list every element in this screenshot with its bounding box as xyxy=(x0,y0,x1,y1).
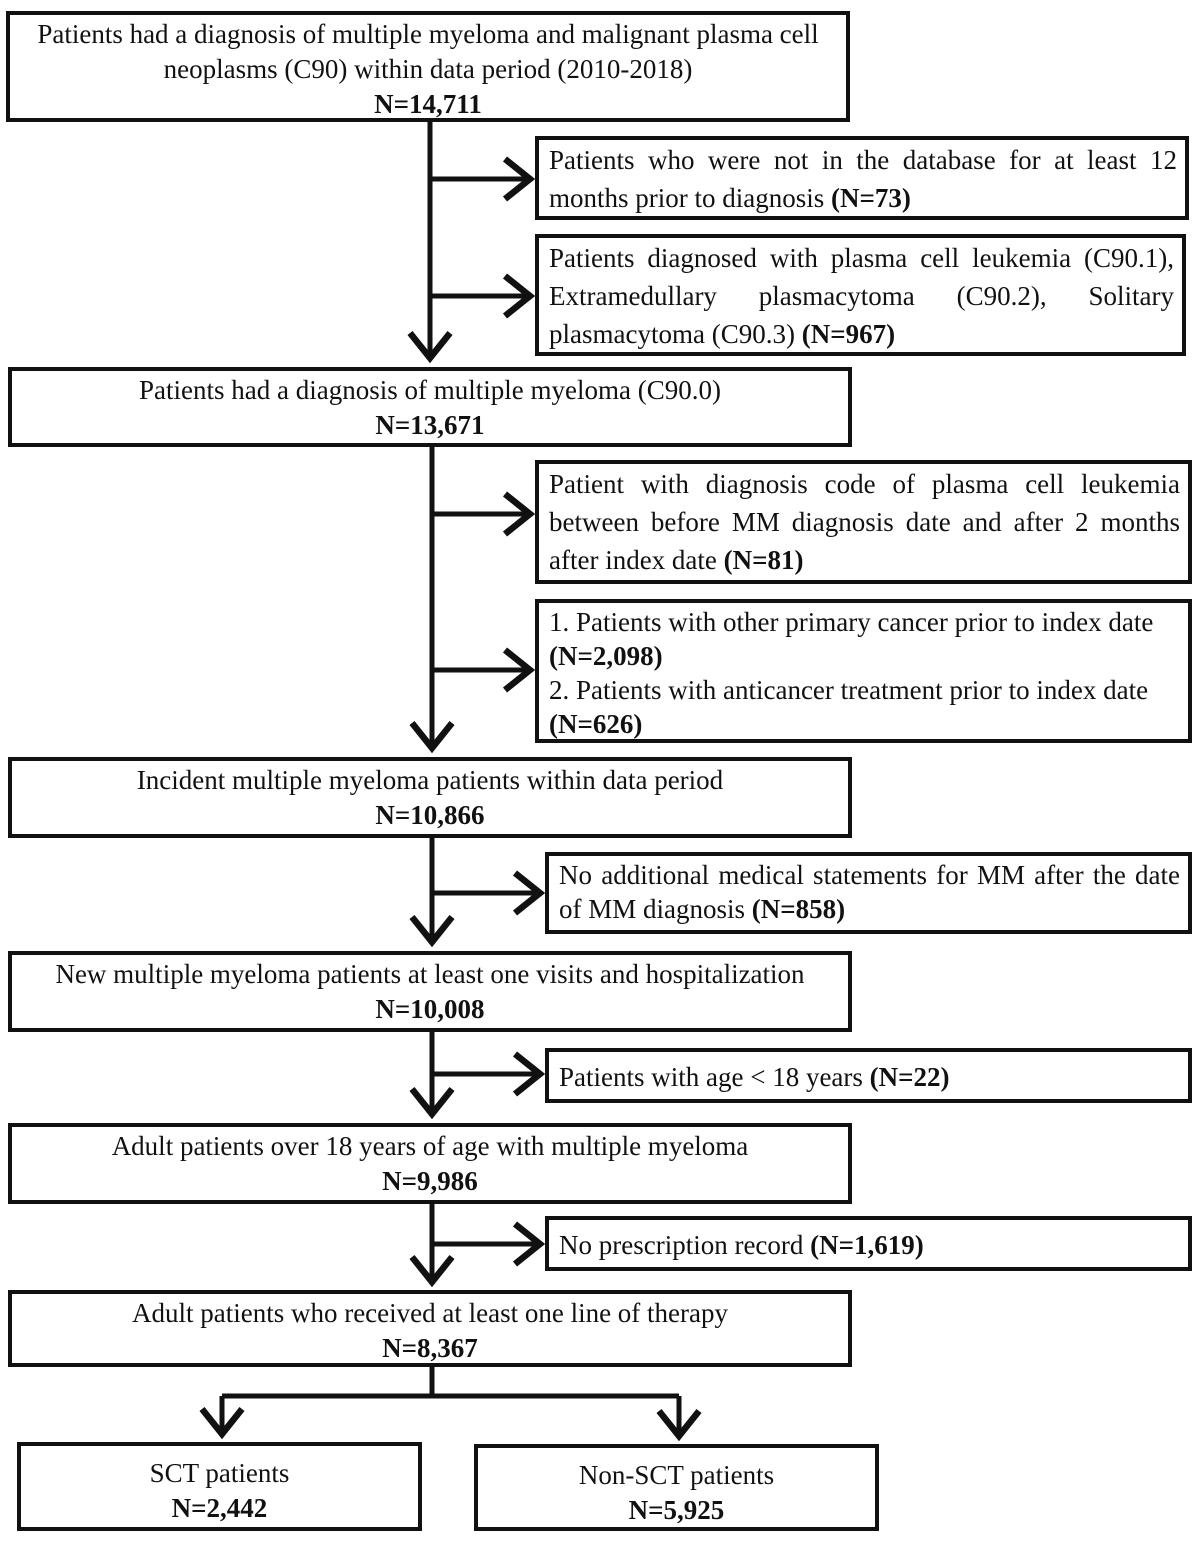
exclusion-1-text: Patients who were not in the database fo… xyxy=(549,145,1177,213)
main-box-1-text: Patients had a diagnosis of multiple mye… xyxy=(37,19,819,84)
exclusion-box-4: 1. Patients with other primary cancer pr… xyxy=(535,599,1192,743)
exclusion-4-item-1: 1. Patients with other primary cancer pr… xyxy=(549,605,1180,673)
exclusion-box-6: Patients with age < 18 years (N=22) xyxy=(545,1048,1192,1103)
exclusion-2-text: Patients diagnosed with plasma cell leuk… xyxy=(549,243,1174,349)
non-sct-label: Non-SCT patients xyxy=(578,1460,775,1490)
main-box-6-count: N=8,367 xyxy=(382,1333,478,1363)
exclusion-6-text: Patients with age < 18 years xyxy=(559,1062,863,1092)
main-box-3-count: N=10,866 xyxy=(375,800,485,830)
main-box-2-text: Patients had a diagnosis of multiple mye… xyxy=(139,375,721,405)
exclusion-6-count: (N=22) xyxy=(869,1062,950,1092)
exclusion-box-7: No prescription record (N=1,619) xyxy=(545,1216,1192,1271)
main-box-2: Patients had a diagnosis of multiple mye… xyxy=(8,367,852,447)
non-sct-count: N=5,925 xyxy=(628,1495,725,1525)
exclusion-5-text: No additional medical statements for MM … xyxy=(559,860,1180,924)
exclusion-7-text: No prescription record xyxy=(559,1230,804,1260)
exclusion-box-3: Patient with diagnosis code of plasma ce… xyxy=(535,460,1192,584)
sct-box: SCT patients N=2,442 xyxy=(17,1442,422,1531)
exclusion-4-item-2: 2. Patients with anticancer treatment pr… xyxy=(549,673,1180,741)
main-box-3-text: Incident multiple myeloma patients withi… xyxy=(136,765,724,795)
exclusion-4-item-2-text: 2. Patients with anticancer treatment pr… xyxy=(549,675,1149,705)
main-box-2-count: N=13,671 xyxy=(375,410,485,440)
exclusion-4-item-1-count: (N=2,098) xyxy=(549,641,663,671)
exclusion-4-item-1-text: 1. Patients with other primary cancer pr… xyxy=(549,607,1154,637)
exclusion-4-item-2-count: (N=626) xyxy=(549,709,643,739)
non-sct-box: Non-SCT patients N=5,925 xyxy=(474,1444,879,1531)
main-box-3: Incident multiple myeloma patients withi… xyxy=(8,757,852,838)
exclusion-7-count: (N=1,619) xyxy=(810,1230,924,1260)
exclusion-3-text: Patient with diagnosis code of plasma ce… xyxy=(549,469,1180,575)
main-box-5-text: Adult patients over 18 years of age with… xyxy=(111,1131,749,1161)
main-box-6: Adult patients who received at least one… xyxy=(8,1290,852,1367)
sct-label: SCT patients xyxy=(149,1458,290,1488)
exclusion-1-count: (N=73) xyxy=(831,183,911,213)
sct-count: N=2,442 xyxy=(171,1493,268,1523)
main-box-4-text: New multiple myeloma patients at least o… xyxy=(55,959,805,989)
main-box-1-count: N=14,711 xyxy=(374,89,482,119)
main-box-5-count: N=9,986 xyxy=(382,1166,478,1196)
main-box-4: New multiple myeloma patients at least o… xyxy=(8,951,852,1032)
main-box-5: Adult patients over 18 years of age with… xyxy=(8,1123,852,1204)
main-box-4-count: N=10,008 xyxy=(375,994,485,1024)
exclusion-box-2: Patients diagnosed with plasma cell leuk… xyxy=(535,234,1186,356)
exclusion-box-5: No additional medical statements for MM … xyxy=(545,852,1192,934)
main-box-6-text: Adult patients who received at least one… xyxy=(131,1298,729,1328)
exclusion-5-count: (N=858) xyxy=(751,894,846,924)
main-box-1: Patients had a diagnosis of multiple mye… xyxy=(6,11,850,122)
exclusion-2-count: (N=967) xyxy=(801,319,896,349)
exclusion-3-count: (N=81) xyxy=(723,545,804,575)
exclusion-box-1: Patients who were not in the database fo… xyxy=(535,136,1189,220)
